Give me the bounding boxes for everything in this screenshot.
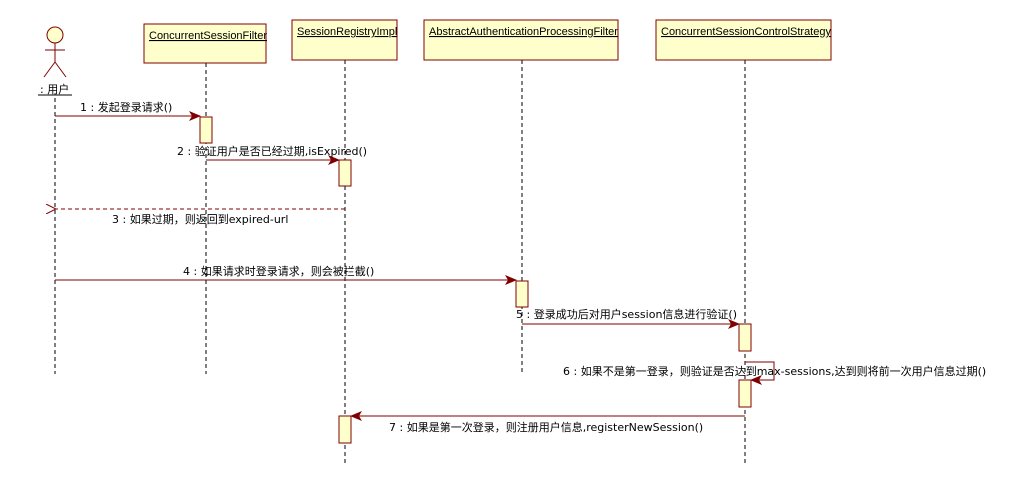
activation-sri-1 xyxy=(338,159,352,187)
activation-aapf xyxy=(515,280,529,308)
actor-user[interactable]: : 用户 xyxy=(38,26,72,96)
message-2-label: 2 : 验证用户是否已经过期,isExpired() xyxy=(177,144,367,158)
message-3-label: 3 : 如果过期，则返回到expired-url xyxy=(112,212,288,226)
message-3[interactable]: 3 : 如果过期，则返回到expired-url xyxy=(56,209,345,226)
message-5-label: 5 : 登录成功后对用户session信息进行验证() xyxy=(516,307,737,321)
message-6-arrow xyxy=(745,361,775,385)
object-box-sri[interactable]: SessionRegistryImpl xyxy=(291,19,398,61)
message-2[interactable]: 2 : 验证用户是否已经过期,isExpired() xyxy=(177,144,367,165)
stick-figure-icon xyxy=(43,26,67,78)
object-label-csf: ConcurrentSessionFilter xyxy=(149,30,267,42)
message-4[interactable]: 4 : 如果请求时登录请求，则会被拦截() xyxy=(55,264,517,285)
activation-cscs-2 xyxy=(738,379,752,408)
message-6[interactable]: 6 : 如果不是第一登录，则验证是否达到max-sessions,达到则将前一次… xyxy=(563,361,986,385)
object-box-aapf[interactable]: AbstractAuthenticationProcessingFilter xyxy=(423,19,619,61)
message-7-label: 7 : 如果是第一次登录，则注册用户信息,registerNewSession(… xyxy=(389,420,703,434)
activation-cscs-1 xyxy=(738,323,752,352)
message-7[interactable]: 7 : 如果是第一次登录，则注册用户信息,registerNewSession(… xyxy=(350,411,745,434)
object-box-csf[interactable]: ConcurrentSessionFilter xyxy=(143,23,267,64)
message-1[interactable]: 1 : 发起登录请求() xyxy=(55,100,201,121)
message-5[interactable]: 5 : 登录成功后对用户session信息进行验证() xyxy=(516,307,740,329)
object-box-cscs[interactable]: ConcurrentSessionControlStrategy xyxy=(655,19,832,61)
object-label-aapf: AbstractAuthenticationProcessingFilter xyxy=(429,26,618,38)
actor-label: : 用户 xyxy=(40,82,69,96)
message-6-label: 6 : 如果不是第一登录，则验证是否达到max-sessions,达到则将前一次… xyxy=(563,364,986,378)
activation-sri-2 xyxy=(338,415,352,444)
object-label-sri: SessionRegistryImpl xyxy=(297,26,397,38)
object-label-cscs: ConcurrentSessionControlStrategy xyxy=(661,26,831,38)
message-4-label: 4 : 如果请求时登录请求，则会被拦截() xyxy=(183,264,374,278)
activation-csf xyxy=(199,116,213,144)
message-1-label: 1 : 发起登录请求() xyxy=(80,100,172,114)
